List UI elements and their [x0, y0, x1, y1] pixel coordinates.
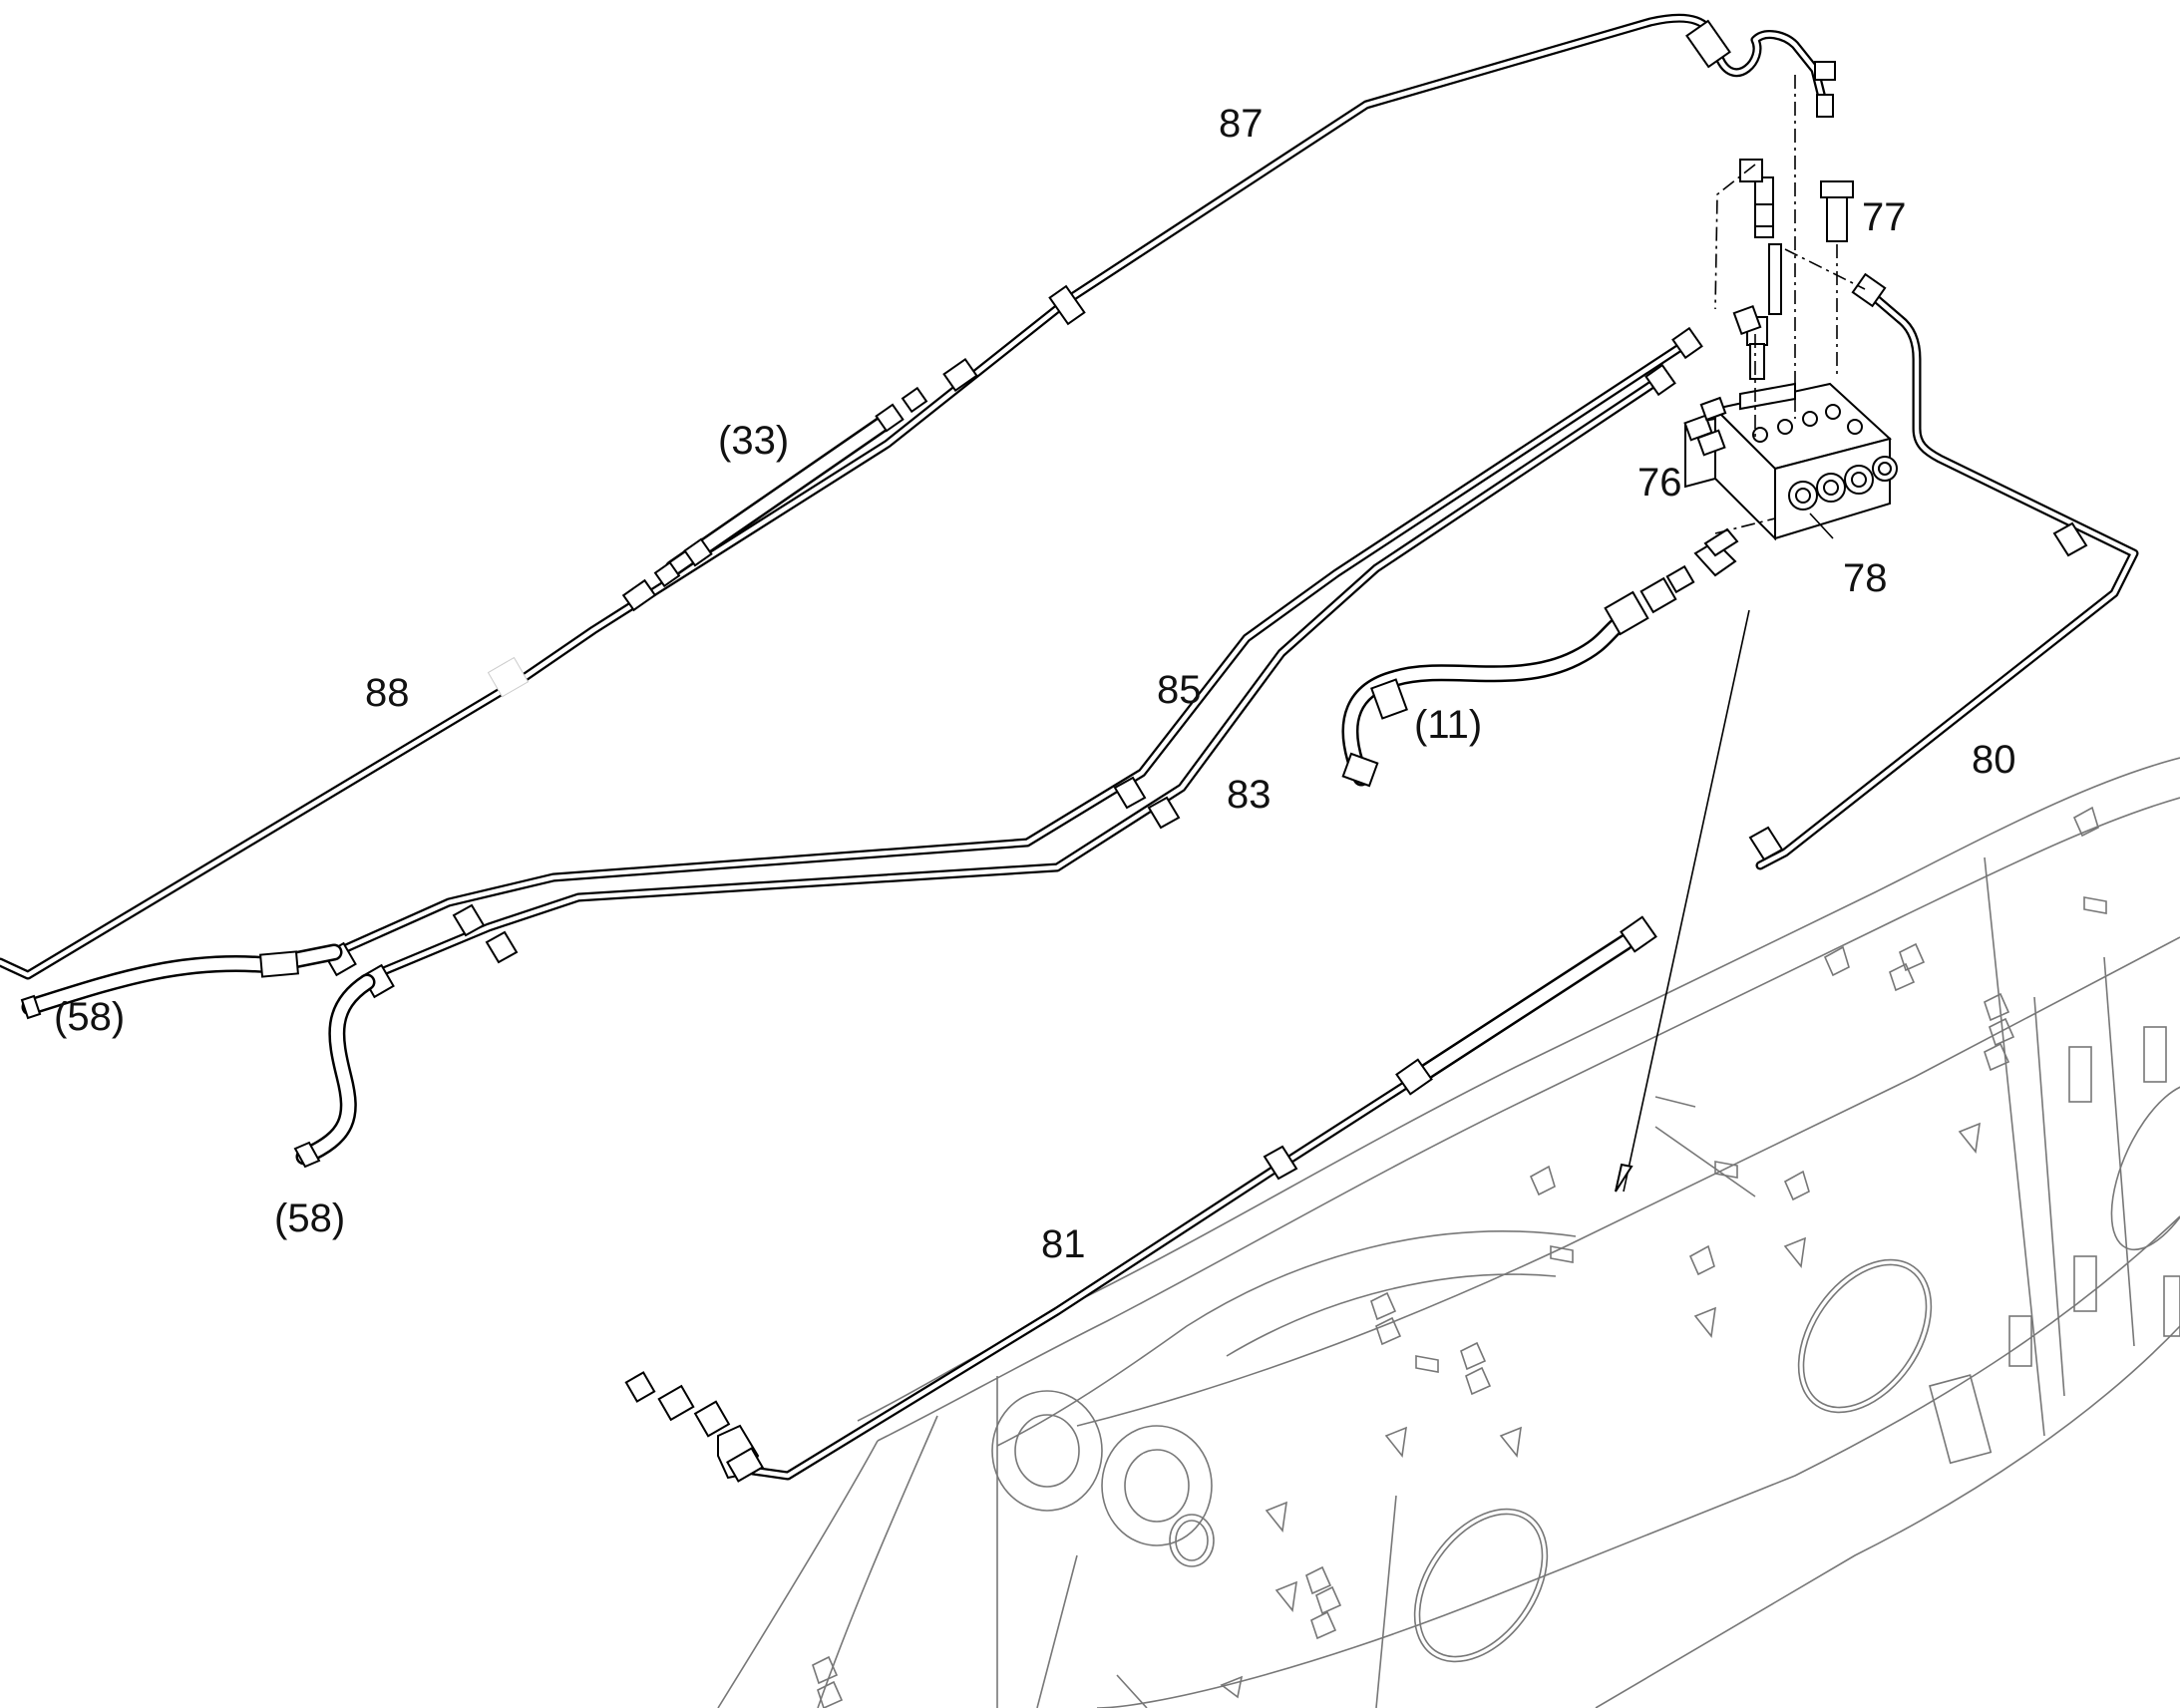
- tubes-85-83: [323, 326, 1703, 999]
- callout-80: 80: [1972, 738, 2016, 782]
- callout-87: 87: [1219, 102, 1264, 146]
- callout-11: (11): [1414, 703, 1483, 747]
- callout-81: 81: [1041, 1222, 1086, 1266]
- callout-83: 83: [1227, 773, 1272, 817]
- tube-80-81: [733, 272, 2139, 1481]
- boom-structure: [717, 757, 2180, 1708]
- assembly-centerlines: [1714, 75, 1866, 534]
- fittings-81-end: [624, 1371, 764, 1483]
- tube-87-88: [0, 13, 1830, 980]
- hose-33: [621, 19, 1731, 612]
- callout-77: 77: [1862, 195, 1907, 239]
- leader-lines: [1615, 512, 1834, 1193]
- valve-block: [1683, 61, 1898, 541]
- hose-11: [1341, 527, 1739, 788]
- callout-85: 85: [1157, 668, 1202, 712]
- hoses-58: [20, 943, 376, 1169]
- callout-78: 78: [1843, 556, 1888, 600]
- callout-88: 88: [365, 671, 410, 715]
- callout-58-hose-left: (58): [54, 995, 126, 1039]
- callout-58-hose-lower: (58): [274, 1196, 346, 1240]
- callout-76: 76: [1637, 461, 1682, 505]
- callout-33: (33): [718, 419, 790, 463]
